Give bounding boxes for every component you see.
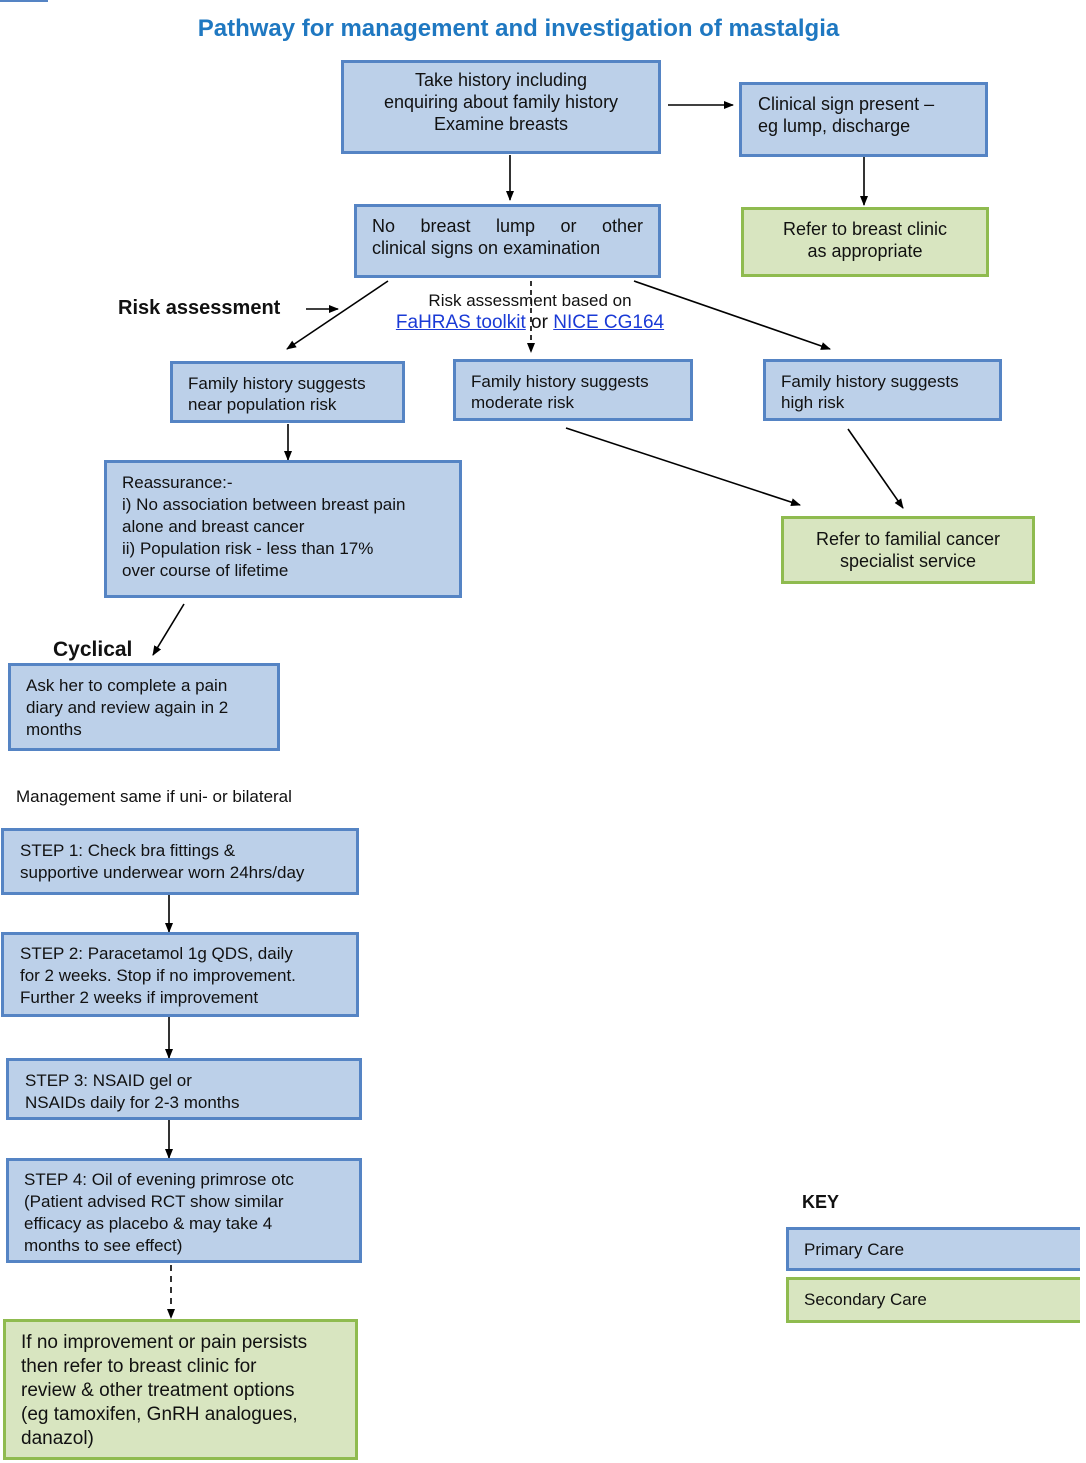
step-3-box: STEP 3: NSAID gel or NSAIDs daily for 2-… — [6, 1058, 362, 1120]
history-line-2: enquiring about family history — [383, 92, 619, 112]
final-refer-box: If no improvement or pain persists then … — [3, 1319, 358, 1460]
final-refer-line-5: danazol) — [21, 1428, 94, 1449]
moderate-line-1: Family history suggests — [471, 372, 649, 391]
page-title: Pathway for management and investigation… — [197, 15, 840, 42]
management-note: Management same if uni- or bilateral — [16, 787, 292, 806]
nice-cg164-link[interactable]: NICE CG164 — [553, 312, 665, 333]
risk-based-connector: or — [531, 312, 548, 333]
step-4-line-3: efficacy as placebo & may take 4 — [24, 1214, 273, 1233]
step-4-box: STEP 4: Oil of evening primrose otc (Pat… — [6, 1158, 362, 1263]
near-pop-line-1: Family history suggests — [188, 374, 366, 393]
near-pop-line-2: near population risk — [188, 395, 337, 414]
step-3-line-2: NSAIDs daily for 2-3 months — [25, 1093, 240, 1112]
step-2-line-1: STEP 2: Paracetamol 1g QDS, daily — [20, 944, 293, 963]
reassurance-line-4: ii) Population risk - less than 17% — [122, 539, 374, 558]
key-secondary-care: Secondary Care — [786, 1277, 1080, 1323]
step-2-line-3: Further 2 weeks if improvement — [20, 988, 259, 1007]
step-3-line-1: STEP 3: NSAID gel or — [25, 1071, 192, 1090]
pain-diary-line-1: Ask her to complete a pain — [26, 676, 228, 695]
key-primary-label: Primary Care — [804, 1240, 905, 1259]
step-1-box: STEP 1: Check bra fittings & supportive … — [1, 828, 359, 895]
risk-based-text: Risk assessment based on — [428, 291, 632, 310]
step-2-line-2: for 2 weeks. Stop if no improvement. — [20, 966, 296, 985]
clinical-sign-line-1: Clinical sign present – — [758, 94, 935, 114]
arrow-no-lump-to-near-pop — [286, 280, 389, 350]
risk-assessment-label: Risk assessment — [118, 297, 281, 319]
step-1-line-1: STEP 1: Check bra fittings & — [20, 841, 236, 860]
clinical-sign-line-2: eg lump, discharge — [758, 116, 911, 136]
refer-familial-line-2: specialist service — [839, 551, 977, 571]
cyclical-label: Cyclical — [53, 638, 133, 661]
clinical-sign-box: Clinical sign present – eg lump, dischar… — [739, 82, 988, 157]
no-lump-line-2: clinical signs on examination — [372, 238, 601, 258]
history-box: Take history including enquiring about f… — [341, 60, 661, 154]
arrow-moderate-to-familial — [565, 427, 801, 506]
refer-clinic-box: Refer to breast clinic as appropriate — [741, 207, 989, 277]
step-4-line-2: (Patient advised RCT show similar — [24, 1192, 284, 1211]
pain-diary-box: Ask her to complete a pain diary and rev… — [8, 663, 280, 751]
key-title: KEY — [802, 1192, 840, 1212]
arrow-no-lump-to-high — [633, 280, 831, 350]
moderate-risk-box: Family history suggests moderate risk — [453, 359, 693, 421]
pain-diary-line-3: months — [26, 720, 82, 739]
final-refer-line-2: then refer to breast clinic for — [21, 1356, 257, 1377]
moderate-line-2: moderate risk — [471, 393, 574, 412]
step-4-line-1: STEP 4: Oil of evening primrose otc — [24, 1170, 294, 1189]
history-line-3: Examine breasts — [433, 114, 569, 134]
step-2-box: STEP 2: Paracetamol 1g QDS, daily for 2 … — [1, 932, 359, 1017]
pain-diary-line-2: diary and review again in 2 — [26, 698, 229, 717]
high-line-1: Family history suggests — [781, 372, 959, 391]
fahras-toolkit-link[interactable]: FaHRAS toolkit — [395, 312, 526, 333]
arrow-reassurance-to-cyclical — [152, 603, 185, 656]
no-lump-box: No breast lump or other clinical signs o… — [354, 204, 661, 278]
refer-clinic-line-2: as appropriate — [807, 241, 923, 261]
reassurance-line-2: i) No association between breast pain — [122, 495, 406, 514]
reassurance-box: Reassurance:- i) No association between … — [104, 460, 462, 598]
reassurance-line-1: Reassurance:- — [122, 473, 233, 492]
risk-based-links: FaHRAS toolkit or NICE CG164 — [382, 312, 678, 334]
corner-mark — [0, 0, 48, 2]
history-line-1: Take history including — [414, 70, 588, 90]
arrow-high-to-familial — [847, 428, 904, 509]
reassurance-line-3: alone and breast cancer — [122, 517, 305, 536]
final-refer-line-4: (eg tamoxifen, GnRH analogues, — [21, 1404, 298, 1425]
refer-clinic-line-1: Refer to breast clinic — [782, 219, 948, 239]
refer-familial-line-1: Refer to familial cancer — [815, 529, 1001, 549]
risk-based-note: Risk assessment based on FaHRAS toolkit … — [382, 290, 678, 334]
step-1-line-2: supportive underwear worn 24hrs/day — [20, 863, 305, 882]
key-secondary-label: Secondary Care — [804, 1290, 927, 1309]
refer-familial-box: Refer to familial cancer specialist serv… — [781, 516, 1035, 584]
key-primary-care: Primary Care — [786, 1227, 1080, 1271]
high-line-2: high risk — [781, 393, 845, 412]
step-4-line-4: months to see effect) — [24, 1236, 183, 1255]
final-refer-line-3: review & other treatment options — [21, 1380, 295, 1401]
reassurance-line-5: over course of lifetime — [122, 561, 289, 580]
final-refer-line-1: If no improvement or pain persists — [21, 1332, 308, 1353]
no-lump-line-1: No breast lump or other — [372, 216, 643, 236]
high-risk-box: Family history suggests high risk — [763, 359, 1002, 421]
near-population-risk-box: Family history suggests near population … — [170, 361, 405, 423]
